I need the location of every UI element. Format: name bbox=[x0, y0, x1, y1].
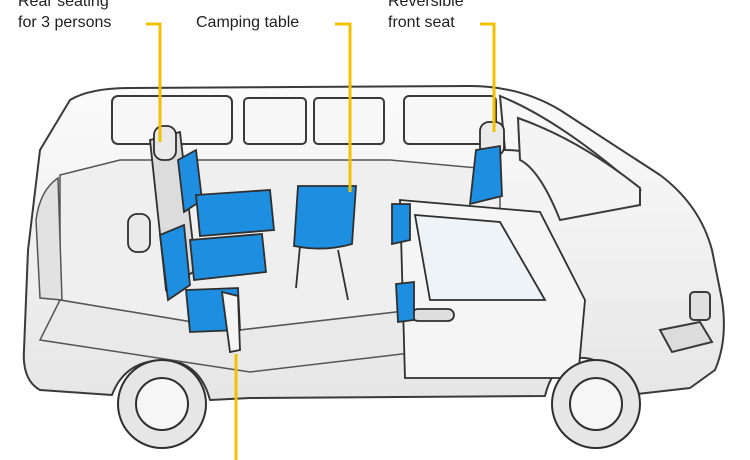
label-front-seat-line2: front seat bbox=[388, 14, 455, 31]
front-seat bbox=[391, 121, 505, 324]
label-front-seat-line1: Reversible bbox=[388, 0, 464, 10]
label-rear-seating-line2: for 3 persons bbox=[18, 14, 112, 31]
leader-camping-table bbox=[335, 22, 352, 192]
sliding-door bbox=[220, 199, 586, 379]
camping-table bbox=[293, 185, 357, 301]
label-camping-table: Camping table bbox=[196, 12, 299, 33]
leader-front-seat bbox=[480, 22, 496, 132]
rear-bench-seat bbox=[127, 125, 275, 333]
wheels bbox=[117, 359, 641, 449]
leader-rear-seating bbox=[146, 22, 162, 142]
label-rear-seating: Rear seating for 3 persons bbox=[18, 0, 111, 33]
label-camping-table-text: Camping table bbox=[196, 14, 300, 31]
leader-lines bbox=[146, 22, 496, 460]
label-rear-seating-line1: Rear seating bbox=[18, 0, 109, 10]
windscreen bbox=[516, 116, 714, 354]
label-front-seat: Reversible front seat bbox=[388, 0, 464, 33]
